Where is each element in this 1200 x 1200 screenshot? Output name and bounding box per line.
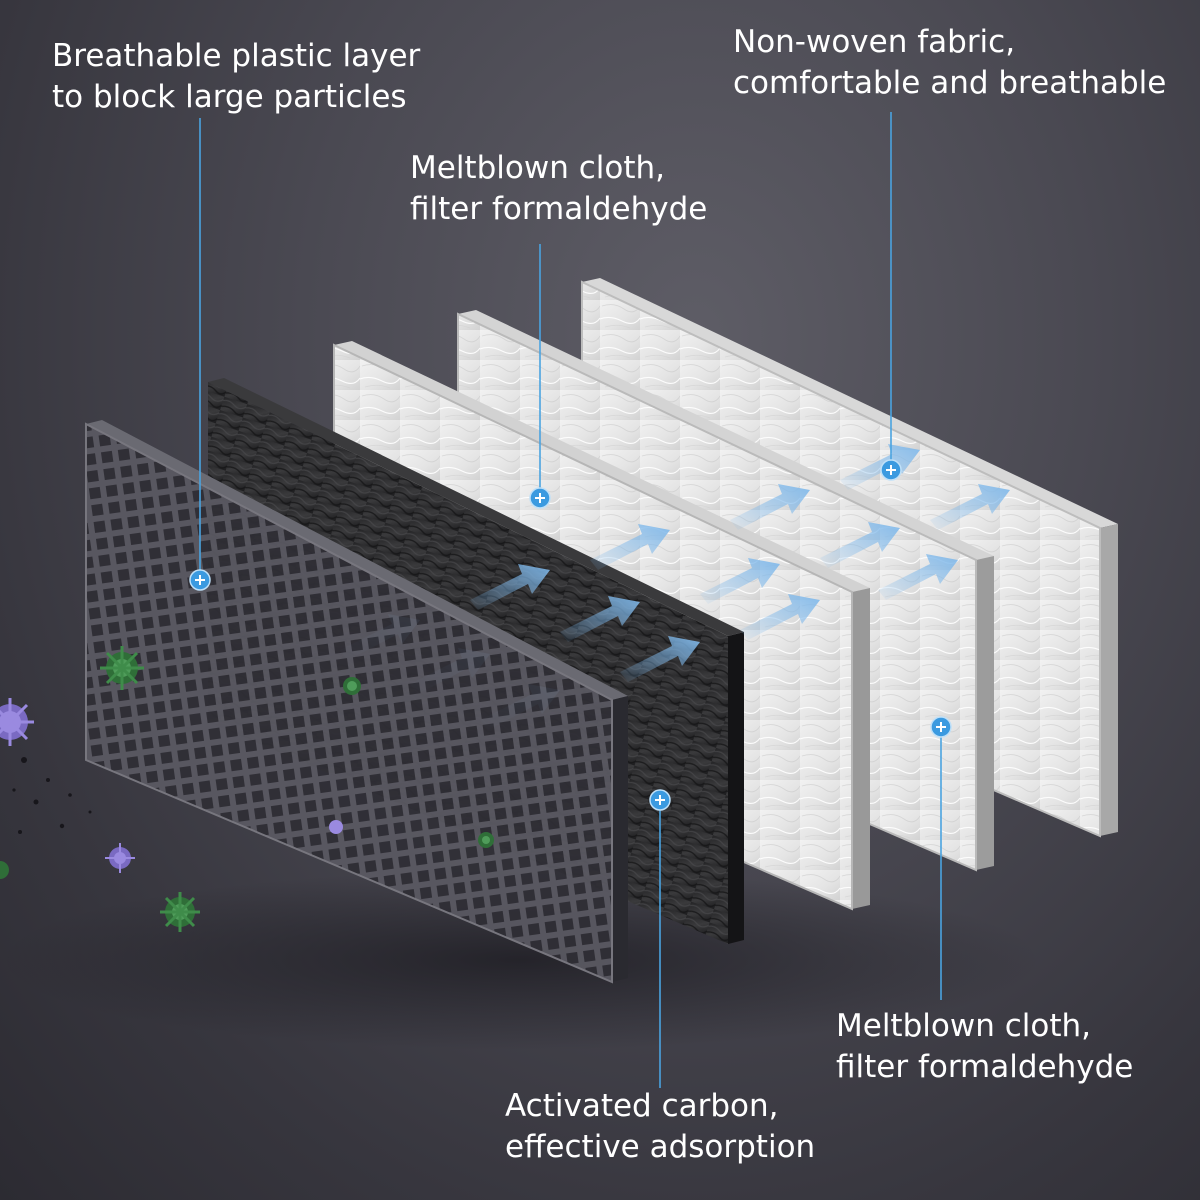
label-meltblown-bottom-line2: filter formaldehyde [836,1049,1134,1085]
label-nonwoven-line2: comfortable and breathable [733,65,1167,101]
label-nonwoven-line1: Non-woven fabric, [733,24,1016,60]
label-nonwoven-fabric: Non-woven fabric, comfortable and breath… [733,22,1166,104]
markers [189,459,952,811]
plus-circle-icon [529,487,551,509]
dust-specks [12,757,92,834]
virus-purple-icon [329,820,343,834]
plus-circle-icon [880,459,902,481]
label-plastic-line1: Breathable plastic layer [52,38,421,74]
label-plastic-layer: Breathable plastic layer to block large … [52,36,420,118]
label-activated-carbon: Activated carbon, effective adsorption [505,1086,815,1168]
virus-green-icon [100,646,144,690]
label-meltblown-top-line2: filter formaldehyde [410,191,708,227]
virus-purple-icon [105,843,135,873]
floor-shadow [0,870,1040,1050]
label-carbon-line2: effective adsorption [505,1129,816,1165]
plus-circle-icon [930,716,952,738]
leader-lines [199,112,942,1088]
virus-green-icon [343,677,361,695]
particles [0,646,494,932]
virus-green-icon [478,832,494,848]
virus-green-icon [160,892,200,932]
virus-purple-icon [0,698,34,746]
label-plastic-line2: to block large particles [52,79,407,115]
plus-circle-icon [649,789,671,811]
label-meltblown-bottom-line1: Meltblown cloth, [836,1008,1091,1044]
label-meltblown-bottom: Meltblown cloth, filter formaldehyde [836,1006,1133,1088]
label-meltblown-top-line1: Meltblown cloth, [410,150,665,186]
plus-circle-icon [189,569,211,591]
virus-green-icon [0,861,9,879]
label-meltblown-top: Meltblown cloth, filter formaldehyde [410,148,707,230]
label-carbon-line1: Activated carbon, [505,1088,779,1124]
